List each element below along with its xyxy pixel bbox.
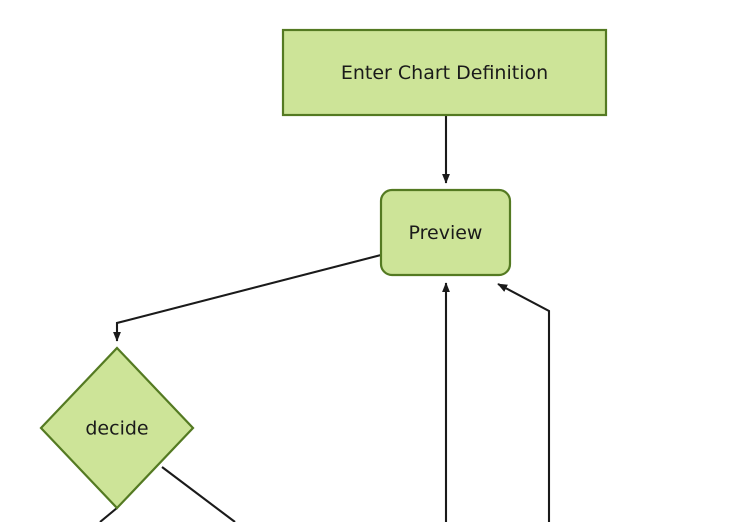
node-label-enter: Enter Chart Definition xyxy=(341,62,548,84)
node-diamond-decide[interactable] xyxy=(39,346,195,510)
node-label-preview: Preview xyxy=(409,222,483,244)
edge-decide-right-outgoing xyxy=(161,466,236,522)
node-rect-preview[interactable] xyxy=(379,188,512,277)
edges-layer xyxy=(99,115,551,522)
node-enter-chart-definition[interactable]: Enter Chart Definition xyxy=(281,28,608,117)
edge-return-right-to-preview xyxy=(497,283,551,522)
node-preview[interactable]: Preview xyxy=(379,188,512,277)
node-decide[interactable]: decide xyxy=(39,346,195,510)
node-rect-enter[interactable] xyxy=(281,28,608,117)
node-label-decide: decide xyxy=(85,418,148,440)
edge-decide-left-outgoing xyxy=(99,507,118,522)
edge-preview-to-decide xyxy=(113,253,382,342)
